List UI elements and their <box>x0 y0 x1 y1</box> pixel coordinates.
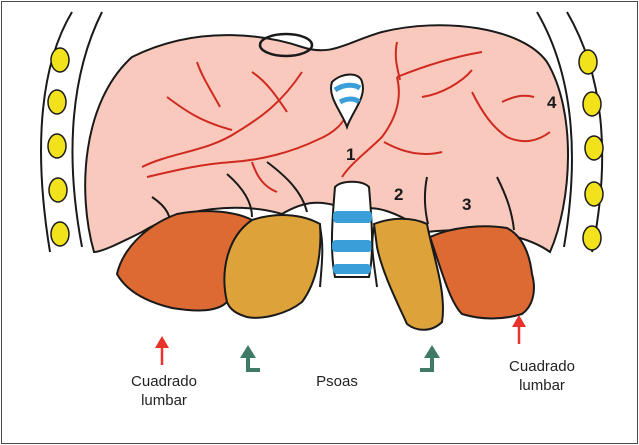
red-up-arrow-left <box>155 336 169 365</box>
marker-1: 1 <box>346 145 355 164</box>
rib-nodes-left <box>48 48 69 246</box>
green-curved-arrow-left <box>240 345 260 370</box>
label-left-quadratus-lumbar: Cuadrado lumbar <box>114 372 214 410</box>
right-quadratus-muscle <box>430 226 534 318</box>
marker-4: 4 <box>547 93 557 112</box>
green-curved-arrow-right <box>420 345 440 370</box>
red-up-arrow-right <box>512 315 526 344</box>
vertebral-column <box>332 182 372 277</box>
label-psoas: Psoas <box>302 372 372 391</box>
label-right-quadratus-lumbar: Cuadrado lumbar <box>492 357 592 395</box>
rib-nodes-right <box>579 50 603 250</box>
marker-2: 2 <box>394 185 403 204</box>
diaphragm-dome <box>85 25 568 252</box>
marker-3: 3 <box>462 195 471 214</box>
